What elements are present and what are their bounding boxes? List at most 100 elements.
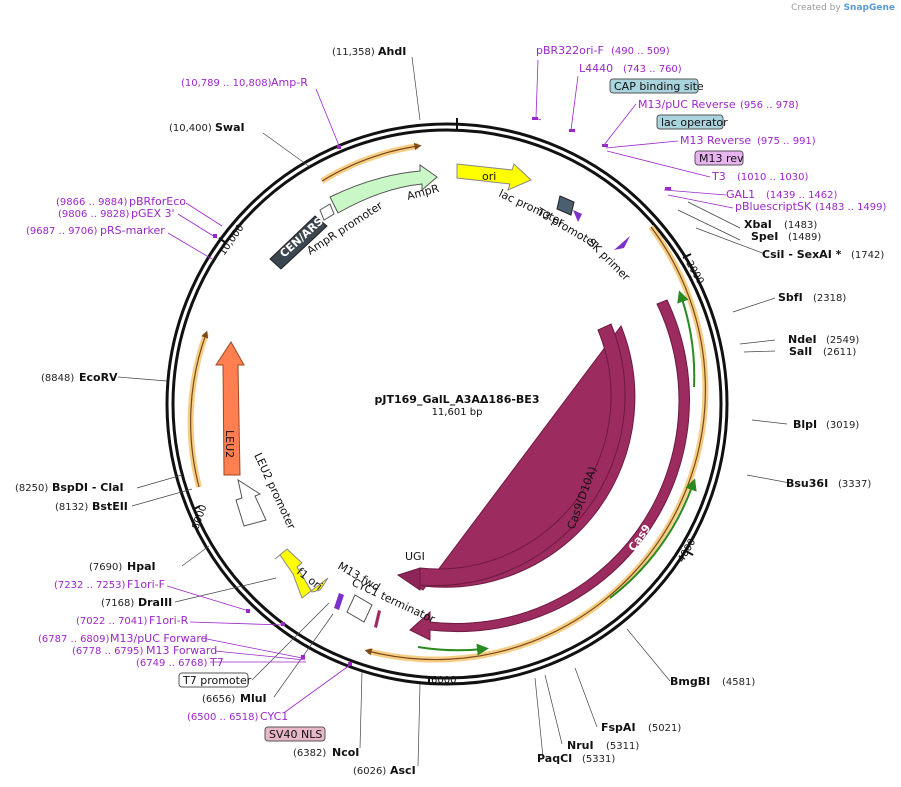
enzyme-ndei-pos: (2549)	[826, 335, 859, 346]
primer-pbrforeco: pBRforEco	[129, 195, 186, 208]
tick-10000-mark	[218, 237, 227, 244]
enzyme-paqci: PaqCI	[537, 752, 572, 765]
primer-m13-puc-forward-range: (6787 .. 6809)	[38, 634, 110, 645]
primer-f1ori-f: F1ori-F	[127, 578, 165, 591]
enzyme-ncoi: NcoI	[332, 746, 359, 759]
enzyme-nrui: NruI	[567, 739, 594, 752]
enzyme-fspai: FspAI	[601, 721, 636, 734]
enzyme-hpai-pos: (7690)	[89, 562, 122, 573]
primer-pbluescriptsk: pBluescriptSK	[735, 200, 812, 213]
snapgene-brand: SnapGene	[843, 3, 895, 13]
enzyme-bspdi-clai-pos: (8250)	[15, 483, 48, 494]
feature-ampr-promoter	[319, 203, 335, 221]
enzyme-draiii: DraIII	[138, 596, 172, 609]
feature-sk-primer	[614, 236, 630, 250]
enzyme-hpai: HpaI	[127, 560, 156, 573]
feature-cas9-body	[409, 299, 690, 641]
tick-4000-mark	[685, 550, 694, 556]
plasmid-name: pJT169_GalL_A3AΔ186-BE3	[375, 393, 540, 406]
snapgene-credit: Created by SnapGene	[791, 3, 895, 13]
enzyme-bmgbi-pos: (4581)	[722, 677, 755, 688]
primer-cyc1: CYC1	[260, 710, 288, 723]
primer-markers	[213, 117, 671, 666]
enzyme-sbfi: SbfI	[778, 291, 803, 304]
boxed-m13-rev: M13 rev	[694, 150, 744, 166]
enzyme-fspai-pos: (5021)	[648, 723, 681, 734]
boxed-sv40-nls: SV40 NLS	[264, 726, 326, 742]
feature-leu2-promoter	[235, 478, 267, 527]
enzyme-xbai: XbaI	[744, 218, 772, 231]
feature-ugi	[396, 567, 421, 591]
backbone-inner	[171, 128, 723, 680]
boxed-m13-rev-label: M13 rev	[699, 152, 744, 165]
boxed-lac-operator-label: lac operator	[661, 116, 728, 129]
boxed-cap-binding-site-label: CAP binding site	[614, 80, 704, 93]
primer-t7: T7	[209, 656, 224, 669]
enzyme-bsteii-pos: (8132)	[55, 502, 88, 513]
feature-ori	[456, 163, 532, 191]
enzyme-asci-pos: (6026)	[353, 766, 386, 777]
enzyme-asci: AscI	[390, 764, 416, 777]
primer-m13-puc-reverse: M13/pUC Reverse	[638, 98, 736, 111]
primer-pgex3: pGEX 3'	[131, 207, 175, 220]
enzyme-sali: SalI	[789, 345, 812, 358]
feature-t3-marks	[573, 210, 582, 222]
orf-arc-leu2-line	[190, 330, 209, 488]
feature-cas9d10a-arc	[397, 324, 636, 591]
primer-m13-forward-range: (6778 .. 6795)	[72, 646, 144, 657]
enzyme-spei: SpeI	[751, 230, 778, 243]
primer-prs-marker: pRS-marker	[100, 224, 165, 237]
enzyme-ndei: NdeI	[788, 333, 817, 346]
feature-leu2-label: LEU2	[223, 430, 236, 458]
primer-m13-reverse-range: (975 .. 991)	[757, 136, 816, 147]
leader-lines	[117, 56, 791, 767]
enzyme-swai-pos: (10,400)	[169, 123, 212, 134]
feature-leu2	[215, 341, 245, 476]
enzyme-ahdi-pos: (11,358)	[332, 47, 375, 58]
enzyme-ecorv: EcoRV	[79, 371, 118, 384]
enzyme-blpi-pos: (3019)	[826, 420, 859, 431]
primer-cyc1-range: (6500 .. 6518)	[187, 712, 259, 723]
primer-f1ori-r: F1ori-R	[149, 614, 189, 627]
enzyme-spei-pos: (1489)	[788, 232, 821, 243]
enzyme-xbai-pos: (1483)	[784, 220, 817, 231]
primer-pbrforeco-range: (9866 .. 9884)	[56, 197, 128, 208]
enzyme-bsu36i-pos: (3337)	[838, 479, 871, 490]
primer-m13-puc-forward: M13/pUC Forward	[110, 632, 208, 645]
boxed-lac-operator: lac operator	[656, 114, 728, 130]
primer-gal1-range: (1439 .. 1462)	[766, 190, 838, 201]
tick-2000-mark	[682, 253, 692, 259]
enzyme-labels: (11,358) AhdI (10,400) SwaI XbaI (1483) …	[15, 45, 884, 777]
enzyme-nrui-pos: (5311)	[606, 741, 639, 752]
primer-t7-range: (6749 .. 6768)	[136, 658, 208, 669]
boxed-t7-promoter: T7 promoter	[178, 672, 252, 688]
primer-leader-lines	[166, 59, 734, 713]
primer-pbr322ori-f: pBR322ori-F	[536, 44, 604, 57]
primer-t3-range: (1010 .. 1030)	[737, 172, 809, 183]
feature-ugi-label: UGI	[405, 550, 425, 563]
enzyme-draiii-pos: (7168)	[101, 598, 134, 609]
primer-pbluescriptsk-range: (1483 .. 1499)	[815, 202, 887, 213]
primer-labels: pBR322ori-F (490 .. 509) L4440 (743 .. 7…	[26, 44, 887, 723]
feature-cen-ars	[269, 215, 328, 270]
orf-arc-cas9-line	[364, 226, 707, 661]
enzyme-ncoi-pos: (6382)	[293, 748, 326, 759]
enzyme-bsu36i: Bsu36I	[786, 477, 828, 490]
orf-arc-ampr-line	[321, 142, 422, 182]
backbone-outer	[165, 122, 729, 686]
primer-f1ori-r-range: (7022 .. 7041)	[76, 616, 148, 627]
feature-cyc1-mark	[374, 610, 381, 628]
feature-cas9-label: Cas9	[626, 522, 654, 554]
enzyme-blpi: BlpI	[793, 418, 817, 431]
primer-pgex3-range: (9806 .. 9828)	[58, 209, 130, 220]
orf-green-2	[609, 478, 697, 599]
enzyme-sali-pos: (2611)	[823, 347, 856, 358]
tick-6000: 6000	[431, 675, 456, 686]
feature-f1-ori	[274, 548, 329, 599]
feature-cyc1-terminator-arrow	[346, 594, 373, 623]
orf-green-1	[677, 290, 696, 388]
primer-m13-forward: M13 Forward	[146, 644, 217, 657]
enzyme-ahdi: AhdI	[378, 45, 406, 58]
primer-m13-puc-reverse-range: (956 .. 978)	[740, 100, 799, 111]
